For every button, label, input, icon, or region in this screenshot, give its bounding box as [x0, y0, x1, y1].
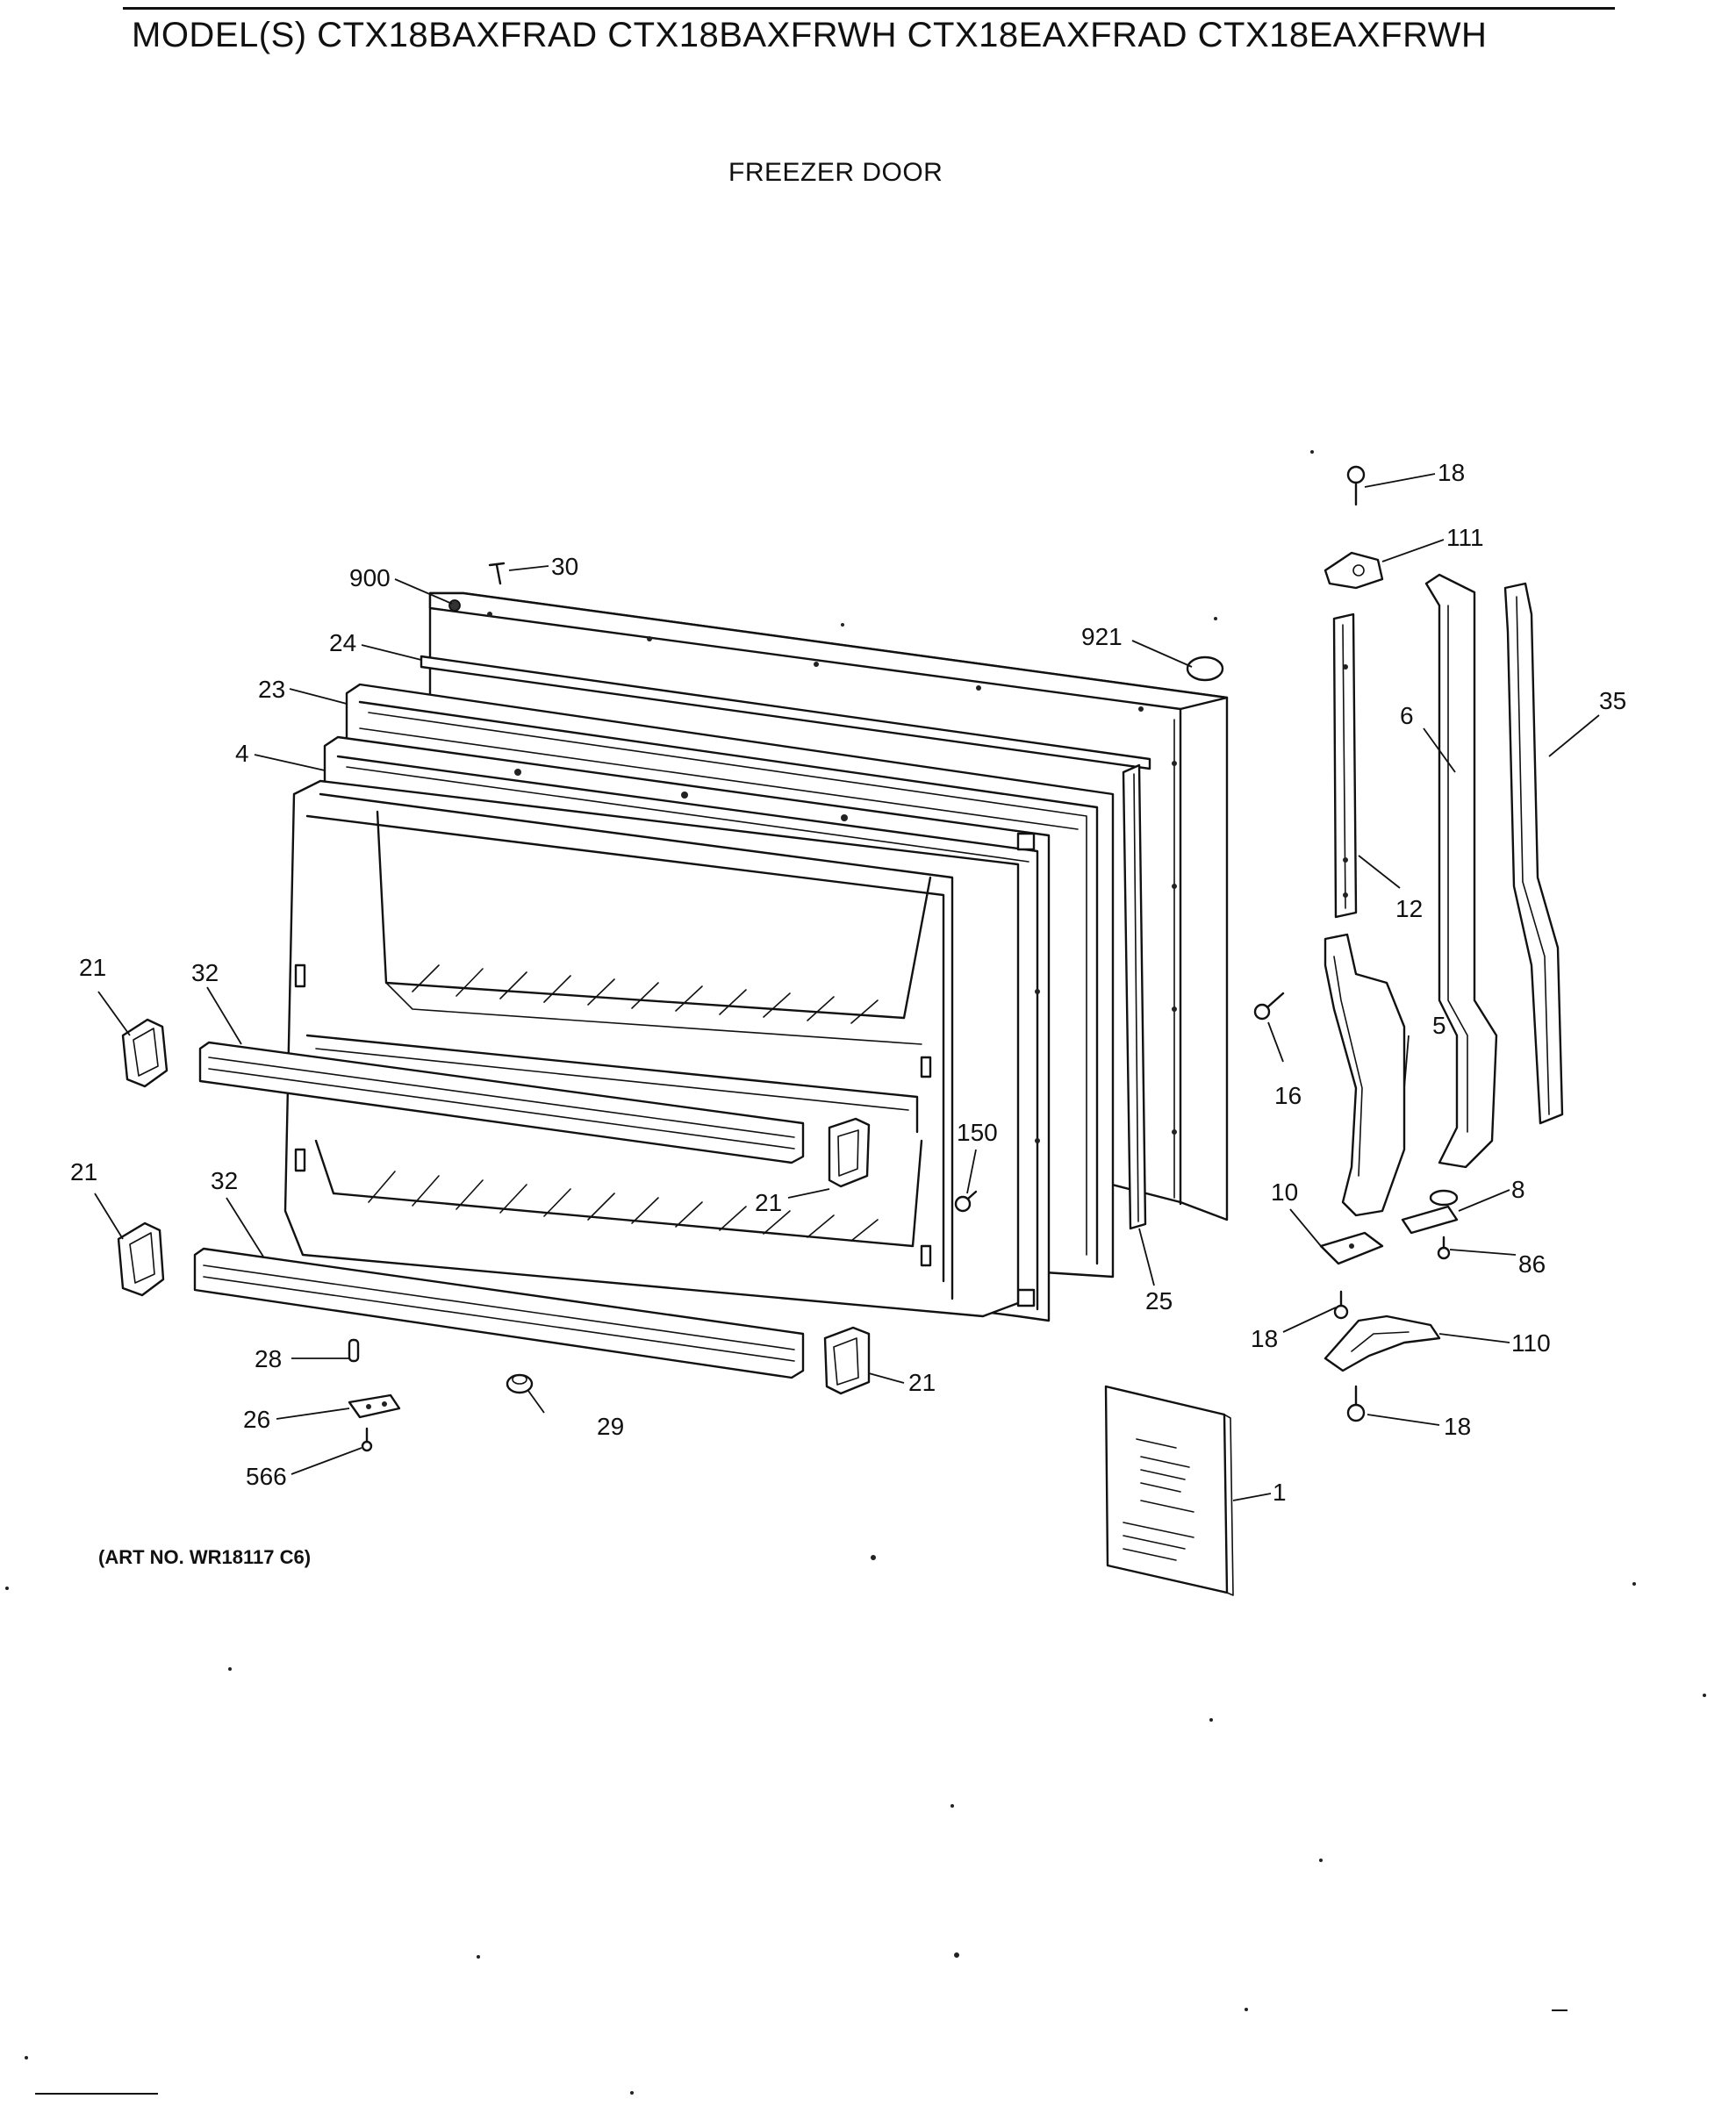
screw-566-icon: [361, 1427, 373, 1452]
inner-door-liner: [283, 779, 1020, 1318]
callout-900: 900: [349, 564, 391, 591]
callout-29: 29: [597, 1413, 624, 1440]
bottom-right-dash: [1552, 2009, 1567, 2011]
callout-921: 921: [1081, 623, 1123, 650]
instruction-booklet: [1104, 1385, 1234, 1596]
callout-12: 12: [1395, 895, 1423, 922]
callout-10: 10: [1271, 1178, 1298, 1206]
callout-28: 28: [255, 1345, 282, 1372]
callout-4: 4: [235, 740, 249, 767]
callout-21-upper-right: 21: [755, 1189, 782, 1216]
screw-16-icon: [1253, 992, 1285, 1021]
callout-18-mid: 18: [1251, 1325, 1278, 1352]
screw-86-icon: [1437, 1236, 1451, 1260]
callout-18-bottom: 18: [1444, 1413, 1471, 1440]
callout-86: 86: [1518, 1250, 1546, 1278]
callout-26: 26: [243, 1406, 270, 1433]
callout-150: 150: [957, 1119, 998, 1146]
callout-30: 30: [551, 553, 578, 580]
top-rule: [123, 7, 1615, 10]
callout-32-upper: 32: [191, 959, 219, 986]
callout-35: 35: [1599, 687, 1626, 714]
callout-1: 1: [1273, 1479, 1287, 1506]
callout-566: 566: [246, 1463, 287, 1490]
callout-32-lower: 32: [211, 1167, 238, 1194]
callout-110: 110: [1511, 1329, 1551, 1357]
shelf-bar-lower: [193, 1247, 805, 1379]
vertical-seal-strip: [1122, 763, 1147, 1230]
bracket-12: [1332, 612, 1358, 919]
end-cap-lower-right: [823, 1326, 871, 1395]
callout-8: 8: [1511, 1176, 1525, 1203]
screw-30-icon: [488, 562, 506, 585]
screw-18-mid-icon: [1333, 1290, 1349, 1320]
art-number: (ART NO. WR18117 C6): [98, 1546, 312, 1568]
callout-21-lower-left: 21: [70, 1158, 97, 1186]
handle-cover-5: [1324, 933, 1406, 1217]
screw-18-top-icon: [1346, 465, 1366, 506]
handle-rail-6: [1424, 573, 1498, 1169]
callout-111: 111: [1446, 524, 1484, 551]
page-title: MODEL(S) CTX18BAXFRAD CTX18BAXFRWH CTX18…: [132, 16, 1488, 54]
plug-921-icon: [1186, 655, 1224, 682]
door-trim-strip: [420, 655, 1151, 770]
plate-26-icon: [348, 1393, 401, 1419]
bottom-rule: [35, 2093, 158, 2095]
hinge-pin-8: [1401, 1189, 1459, 1235]
screw-18-bottom-icon: [1346, 1385, 1366, 1422]
scan-specks: [5, 450, 1706, 2095]
callout-21-upper-left: 21: [79, 954, 106, 981]
end-cap-upper-left: [121, 1018, 169, 1088]
callout-16: 16: [1274, 1082, 1302, 1109]
grommet-29-icon: [506, 1373, 534, 1394]
callout-21-lower-right: 21: [908, 1369, 936, 1396]
pin-28-icon: [348, 1338, 360, 1363]
callout-24: 24: [329, 629, 356, 656]
hinge-110: [1324, 1314, 1441, 1372]
end-cap-upper-right: [828, 1117, 871, 1188]
callout-25: 25: [1145, 1287, 1173, 1314]
hinge-111: [1324, 551, 1384, 590]
callout-23: 23: [258, 676, 285, 703]
callout-6: 6: [1400, 702, 1414, 729]
shelf-bar-upper: [198, 1041, 805, 1164]
screw-150-icon: [954, 1190, 978, 1213]
diagram-subtitle: FREEZER DOOR: [728, 158, 943, 187]
leader-lines: [94, 473, 1600, 1501]
end-cap-lower-left: [117, 1221, 165, 1297]
hinge-plate-10: [1319, 1231, 1384, 1265]
callout-18-top: 18: [1438, 459, 1465, 486]
callout-5: 5: [1432, 1012, 1446, 1039]
handle-trim-35: [1503, 582, 1564, 1125]
callout-labels: 18 111 30 900 921 24 23 4 6 35 12 21 32 …: [70, 459, 1626, 1506]
